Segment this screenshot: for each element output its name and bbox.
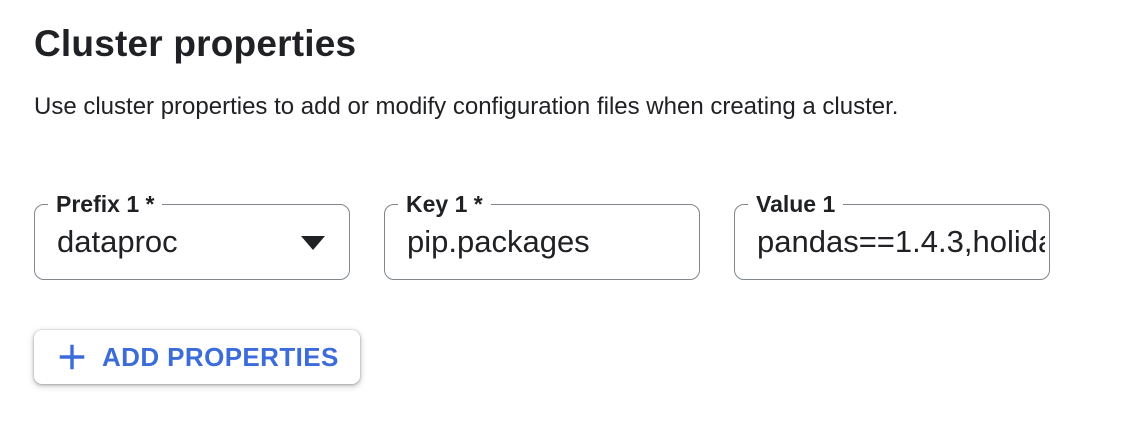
dropdown-arrow-icon bbox=[301, 236, 325, 250]
prefix-label: Prefix 1 * bbox=[48, 190, 163, 218]
section-description: Use cluster properties to add or modify … bbox=[34, 93, 899, 120]
prefix-selected-value: dataproc bbox=[57, 224, 178, 259]
add-properties-button[interactable]: ADD PROPERTIES bbox=[34, 330, 360, 384]
key-field: Key 1 * bbox=[384, 190, 700, 280]
page-title: Cluster properties bbox=[34, 23, 357, 64]
value-input[interactable] bbox=[757, 206, 1045, 278]
actions-row: ADD PROPERTIES bbox=[34, 330, 1122, 384]
plus-icon bbox=[59, 344, 85, 370]
property-row: Prefix 1 * dataproc Key 1 * Value 1 bbox=[34, 190, 1122, 280]
key-input[interactable] bbox=[407, 206, 695, 278]
add-properties-label: ADD PROPERTIES bbox=[102, 341, 339, 372]
prefix-select[interactable]: Prefix 1 * dataproc bbox=[34, 190, 350, 280]
value-field: Value 1 bbox=[734, 190, 1050, 280]
